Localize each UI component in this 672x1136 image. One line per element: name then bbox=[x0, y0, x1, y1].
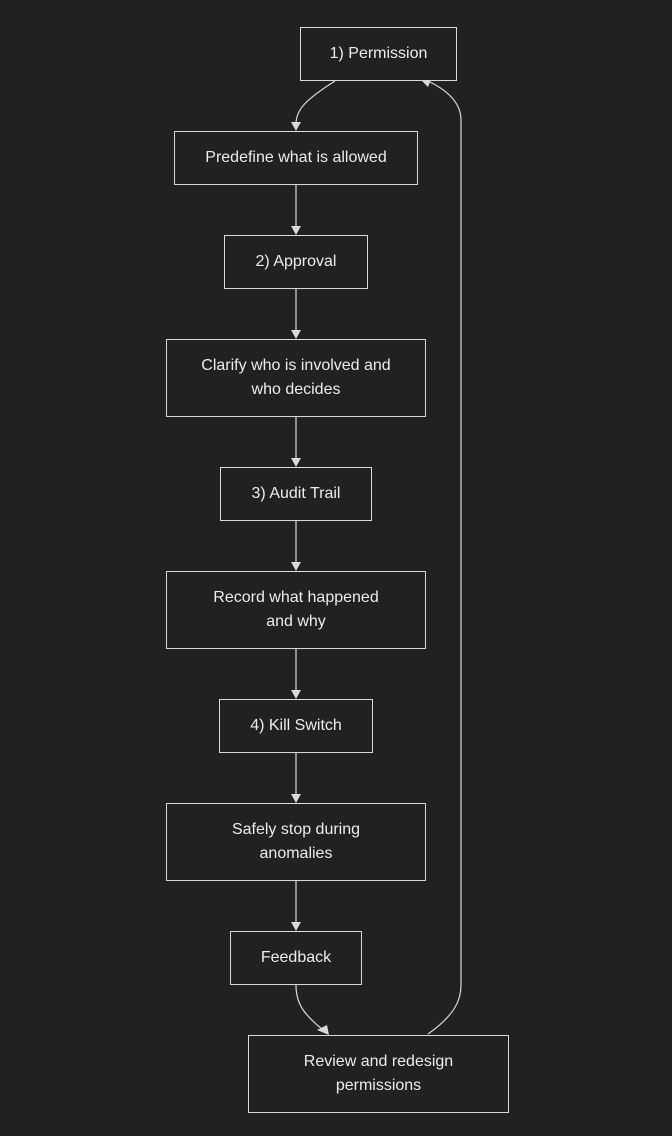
node-approval: 2) Approval bbox=[224, 235, 368, 289]
node-permission: 1) Permission bbox=[300, 27, 457, 81]
edge-review-to-permission bbox=[427, 81, 462, 1035]
arrowhead-record bbox=[291, 562, 301, 571]
arrowhead-approval bbox=[291, 226, 301, 235]
arrowhead-audit-trail bbox=[291, 458, 301, 467]
node-review: Review and redesign permissions bbox=[248, 1035, 509, 1113]
node-record: Record what happened and why bbox=[166, 571, 426, 649]
edge-permission-to-predefine bbox=[295, 80, 336, 125]
node-safely-stop: Safely stop during anomalies bbox=[166, 803, 426, 881]
arrowhead-clarify bbox=[291, 330, 301, 339]
node-feedback: Feedback bbox=[230, 931, 362, 985]
edge-feedback-to-review bbox=[295, 984, 324, 1031]
arrowhead-review bbox=[317, 1025, 329, 1035]
arrowhead-safely-stop bbox=[291, 794, 301, 803]
arrowhead-predefine bbox=[291, 122, 301, 131]
node-kill-switch: 4) Kill Switch bbox=[219, 699, 373, 753]
node-audit-trail: 3) Audit Trail bbox=[220, 467, 372, 521]
node-predefine: Predefine what is allowed bbox=[174, 131, 418, 185]
arrowhead-kill-switch bbox=[291, 690, 301, 699]
node-clarify: Clarify who is involved and who decides bbox=[166, 339, 426, 417]
arrowhead-feedback bbox=[291, 922, 301, 931]
